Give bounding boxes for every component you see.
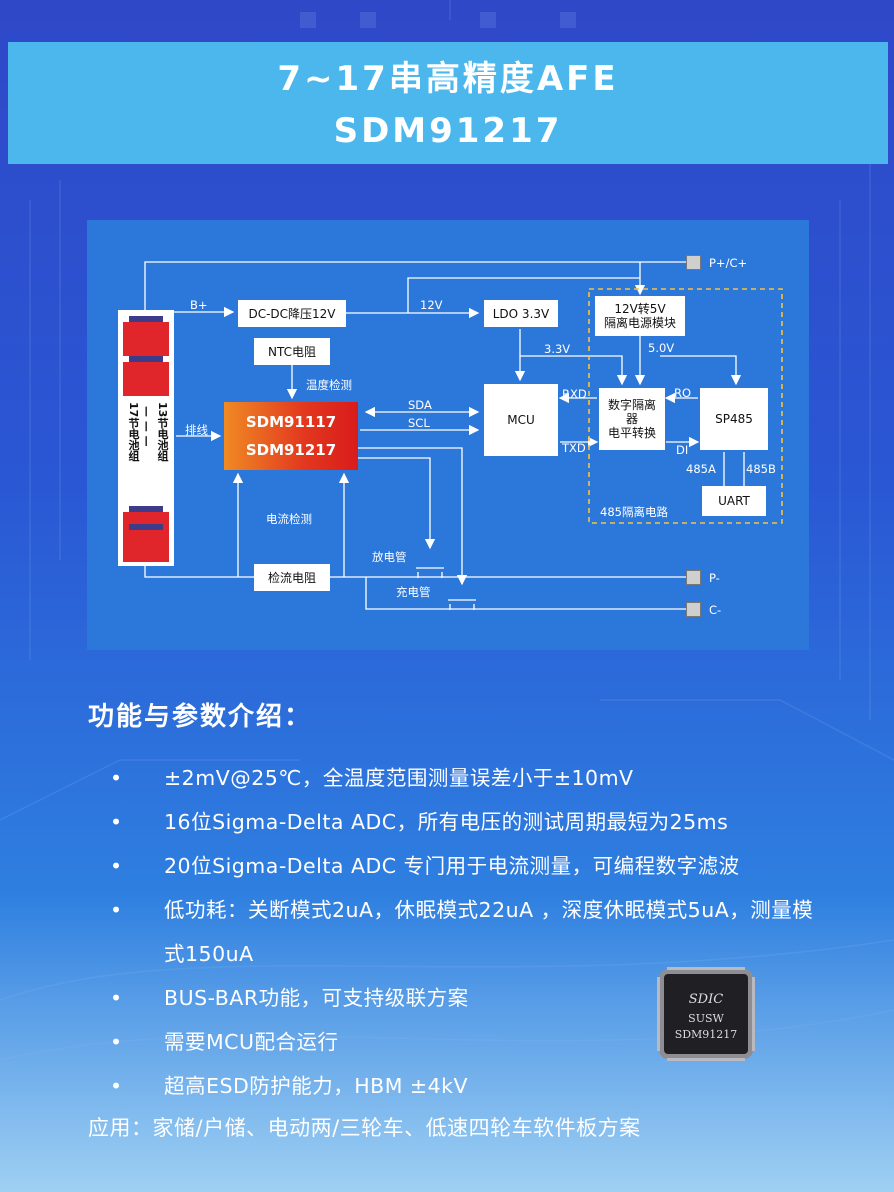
terminal-pplus-label: P+/C+: [709, 256, 748, 270]
label-485a: 485A: [686, 462, 716, 476]
title-line-1: 7~17串高精度AFE: [277, 59, 619, 99]
label-sda: SDA: [408, 398, 432, 412]
terminal-pminus-label: P-: [709, 571, 720, 585]
label-5v0: 5.0V: [648, 341, 675, 355]
label-di: DI: [676, 443, 689, 457]
wire-pminus: [144, 566, 686, 578]
terminal-cminus-label: C-: [709, 603, 722, 617]
list-item: •低功耗：关断模式2uA，休眠模式22uA ，深度休眠模式5uA，测量模式150…: [110, 898, 814, 966]
label-txd: TXD: [562, 441, 586, 455]
chip-label-2: SDM91217: [245, 441, 337, 459]
label-485-iso: 485隔离电路: [600, 505, 668, 519]
list-item: •BUS-BAR功能，可支持级联方案: [110, 986, 469, 1010]
label-12v: 12V: [420, 298, 443, 312]
list-item: •需要MCU配合运行: [110, 1030, 339, 1054]
battery-label-13: 13节电池组: [156, 402, 169, 462]
label-rxd: RXD: [562, 387, 587, 401]
label-3v3: 3.3V: [544, 342, 571, 356]
wire-cminus: [365, 577, 686, 610]
list-item: •±2mV@25℃，全温度范围测量误差小于±10mV: [110, 766, 634, 790]
terminal-pplus-icon: [686, 255, 701, 270]
label-charge: 充电管: [396, 585, 431, 599]
application-text: 应用：家储/户储、电动两/三轮车、低速四轮车软件板方案: [88, 1116, 641, 1140]
battery-dash: — — —: [140, 406, 153, 447]
battery-label-17: 17节电池组: [127, 402, 140, 462]
ic-brand: SDIC: [688, 992, 724, 1007]
ldo-block: LDO 3.3V: [484, 300, 558, 327]
ic-line-2: SUSW: [688, 1012, 724, 1025]
feature-list: •±2mV@25℃，全温度范围测量误差小于±10mV •16位Sigma-Del…: [110, 756, 830, 1108]
list-item: •16位Sigma-Delta ADC，所有电压的测试周期最短为25ms: [110, 810, 729, 834]
chip-package-image: SDIC SUSW SDM91217: [657, 967, 755, 1061]
list-item: •20位Sigma-Delta ADC 专门用于电流测量，可编程数字滤波: [110, 854, 740, 878]
afe-chip-block: SDM91117 SDM91217: [224, 402, 358, 470]
sp485-block: SP485: [700, 388, 768, 450]
label-485b: 485B: [746, 462, 776, 476]
iso-power-block: 12V转5V 隔离电源模块: [595, 296, 685, 336]
title-line-2: SDM91217: [333, 111, 563, 151]
battery-pack: 17节电池组 — — — 13节电池组: [118, 310, 174, 566]
label-ro: RO: [674, 386, 692, 400]
label-bplus: B+: [190, 298, 208, 312]
title-banner: 7~17串高精度AFE SDM91217: [8, 42, 888, 164]
label-discharge: 放电管: [372, 550, 407, 564]
mcu-block: MCU: [484, 384, 558, 456]
label-current: 电流检测: [266, 512, 312, 526]
ic-line-3: SDM91217: [674, 1028, 738, 1041]
iso-digital-block: 数字隔离 器 电平转换: [599, 388, 665, 450]
wire-pplus: [144, 261, 686, 310]
iso485-border: [588, 288, 783, 524]
dcdc-block: DC-DC降压12V: [238, 300, 346, 327]
terminal-cminus-icon: [686, 602, 701, 617]
label-temp: 温度检测: [306, 378, 352, 392]
list-item: •超高ESD防护能力，HBM ±4kV: [110, 1074, 469, 1098]
chip-pins: [657, 967, 755, 1061]
label-scl: SCL: [408, 416, 430, 430]
chip-label-1: SDM91117: [245, 413, 337, 431]
uart-block: UART: [702, 486, 766, 516]
label-wires: 排线: [185, 423, 208, 437]
ntc-block: NTC电阻: [254, 338, 330, 365]
terminal-pminus-icon: [686, 570, 701, 585]
section-title: 功能与参数介绍：: [88, 702, 313, 732]
sense-resistor-block: 检流电阻: [254, 564, 330, 591]
